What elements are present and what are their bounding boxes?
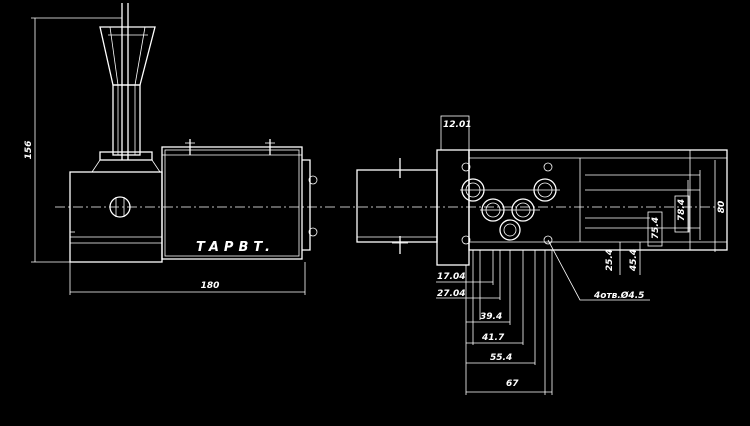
dim-vert-b: 45.4 <box>629 249 639 272</box>
main-body <box>161 146 303 260</box>
dim-base: 67 <box>506 379 519 389</box>
dim-row-5: 55.4 <box>490 353 512 363</box>
dim-row-2: 27.04 <box>437 289 465 299</box>
side-stub <box>356 169 438 243</box>
dim-row-1: 17.04 <box>437 272 465 282</box>
dim-row-4: 41.7 <box>481 333 505 343</box>
dim-right-inner: 75.4 <box>651 217 661 239</box>
dim-right-outer: 80 <box>717 201 727 214</box>
dim-upper-left: 12.01 <box>443 120 471 130</box>
dim-right-mid: 78.4 <box>677 199 687 221</box>
side-view: 12.01 80 78.4 75.4 25.4 45.4 <box>340 115 728 395</box>
dim-row-3: 39.4 <box>480 312 502 322</box>
brand-label: TAPBT. <box>196 240 275 255</box>
height-dimension: 156 <box>24 141 34 160</box>
length-dimension: 180 <box>201 281 220 291</box>
gear-cluster <box>460 162 560 245</box>
front-view: 156 T <box>24 3 335 295</box>
dim-vert-a: 25.4 <box>605 249 615 271</box>
hole-callout: 4отв.Ø4.5 <box>593 290 644 301</box>
